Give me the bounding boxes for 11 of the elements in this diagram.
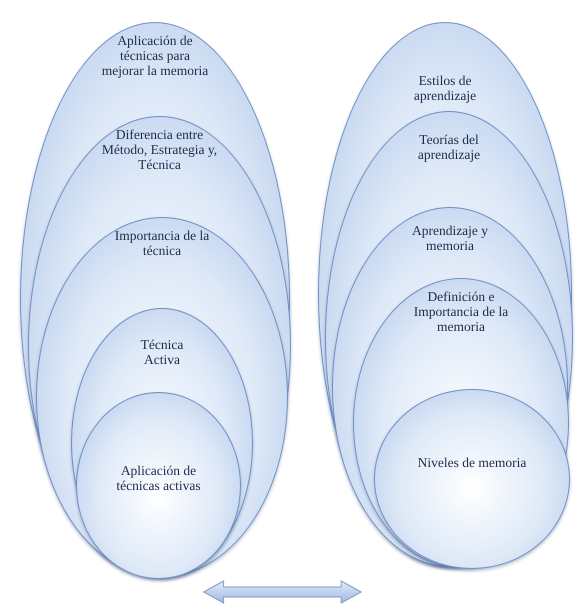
ellipse-label: Estilos de aprendizaje <box>412 73 478 103</box>
ellipse-label: Técnica Activa <box>140 337 184 367</box>
ellipse-label: Aplicación de técnicas para mejorar la memoria <box>100 33 210 78</box>
ellipse-label: Aprendizaje y memoria <box>410 223 490 253</box>
ellipse-label: Definición e Importancia de la memoria <box>412 289 510 334</box>
ellipse-label: Diferencia entre Método, Estrategia y, Técnica <box>100 127 218 172</box>
double-arrow <box>202 580 362 604</box>
ellipse-label: Teorías del aprendizaje <box>416 132 482 162</box>
ellipse-label: Importancia de la técnica <box>114 228 210 258</box>
ellipse-label: Aplicación de técnicas activas <box>115 463 202 493</box>
ellipse-label: Niveles de memoria <box>417 455 527 470</box>
